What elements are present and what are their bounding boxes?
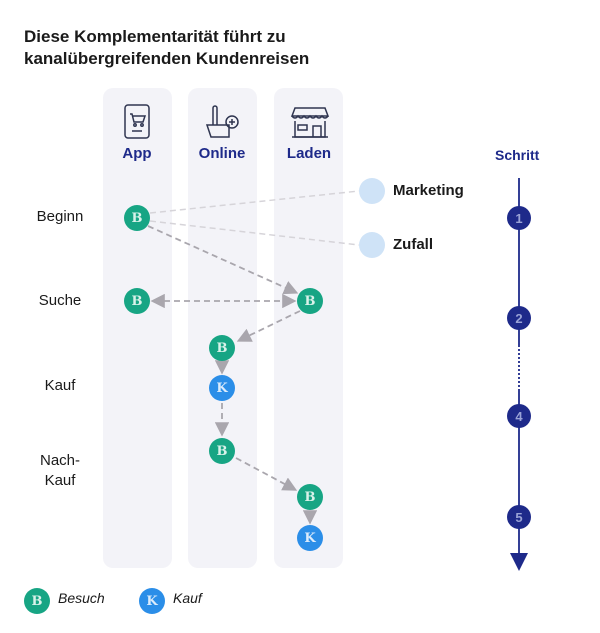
column-online [188, 88, 257, 568]
legend-visit-icon: B [24, 588, 50, 614]
step-5: 5 [507, 505, 531, 529]
purchase-node-laden-nachkauf: K [297, 525, 323, 551]
purchase-node-online-kauf: K [209, 375, 235, 401]
connector-marketing [149, 190, 360, 214]
source-zufall-label: Zufall [393, 236, 433, 253]
visit-node-laden-suche: B [297, 288, 323, 314]
visit-node-app-beginn: B [124, 205, 150, 231]
visit-node-online-kauf: B [209, 335, 235, 361]
legend-purchase-label: Kauf [173, 590, 202, 606]
visit-node-app-suche: B [124, 288, 150, 314]
hand-click-plus-icon [205, 105, 239, 138]
row-label-nachkauf-2: Kauf [44, 472, 76, 489]
column-app [103, 88, 172, 568]
storefront-icon [290, 107, 330, 138]
phone-cart-icon [124, 104, 150, 139]
row-label-beginn: Beginn [36, 208, 84, 225]
visit-node-online-nachkauf: B [209, 438, 235, 464]
diagram-title: Diese Komplementarität führt zu kanalübe… [24, 27, 310, 68]
channel-app-label: App [122, 145, 152, 162]
legend-visit-label: Besuch [58, 590, 105, 606]
source-marketing-label: Marketing [393, 182, 464, 199]
connector-zufall [149, 220, 360, 246]
step-1: 1 [507, 206, 531, 230]
visit-node-laden-nachkauf: B [297, 484, 323, 510]
row-label-suche: Suche [38, 292, 82, 309]
source-zufall-dot [359, 232, 385, 258]
arrow-online-to-laden [235, 457, 298, 491]
step-4: 4 [507, 404, 531, 428]
step-2: 2 [507, 306, 531, 330]
arrow-app-to-laden [147, 225, 299, 295]
timeline-title: Schritt [495, 147, 540, 163]
channel-laden-label: Laden [286, 145, 332, 162]
source-marketing-dot [359, 178, 385, 204]
row-label-nachkauf-1: Nach- [39, 452, 80, 469]
legend-purchase-icon: K [139, 588, 165, 614]
row-label-kauf: Kauf [44, 377, 76, 394]
arrow-laden-to-online [236, 310, 301, 342]
channel-online-label: Online [198, 145, 246, 162]
